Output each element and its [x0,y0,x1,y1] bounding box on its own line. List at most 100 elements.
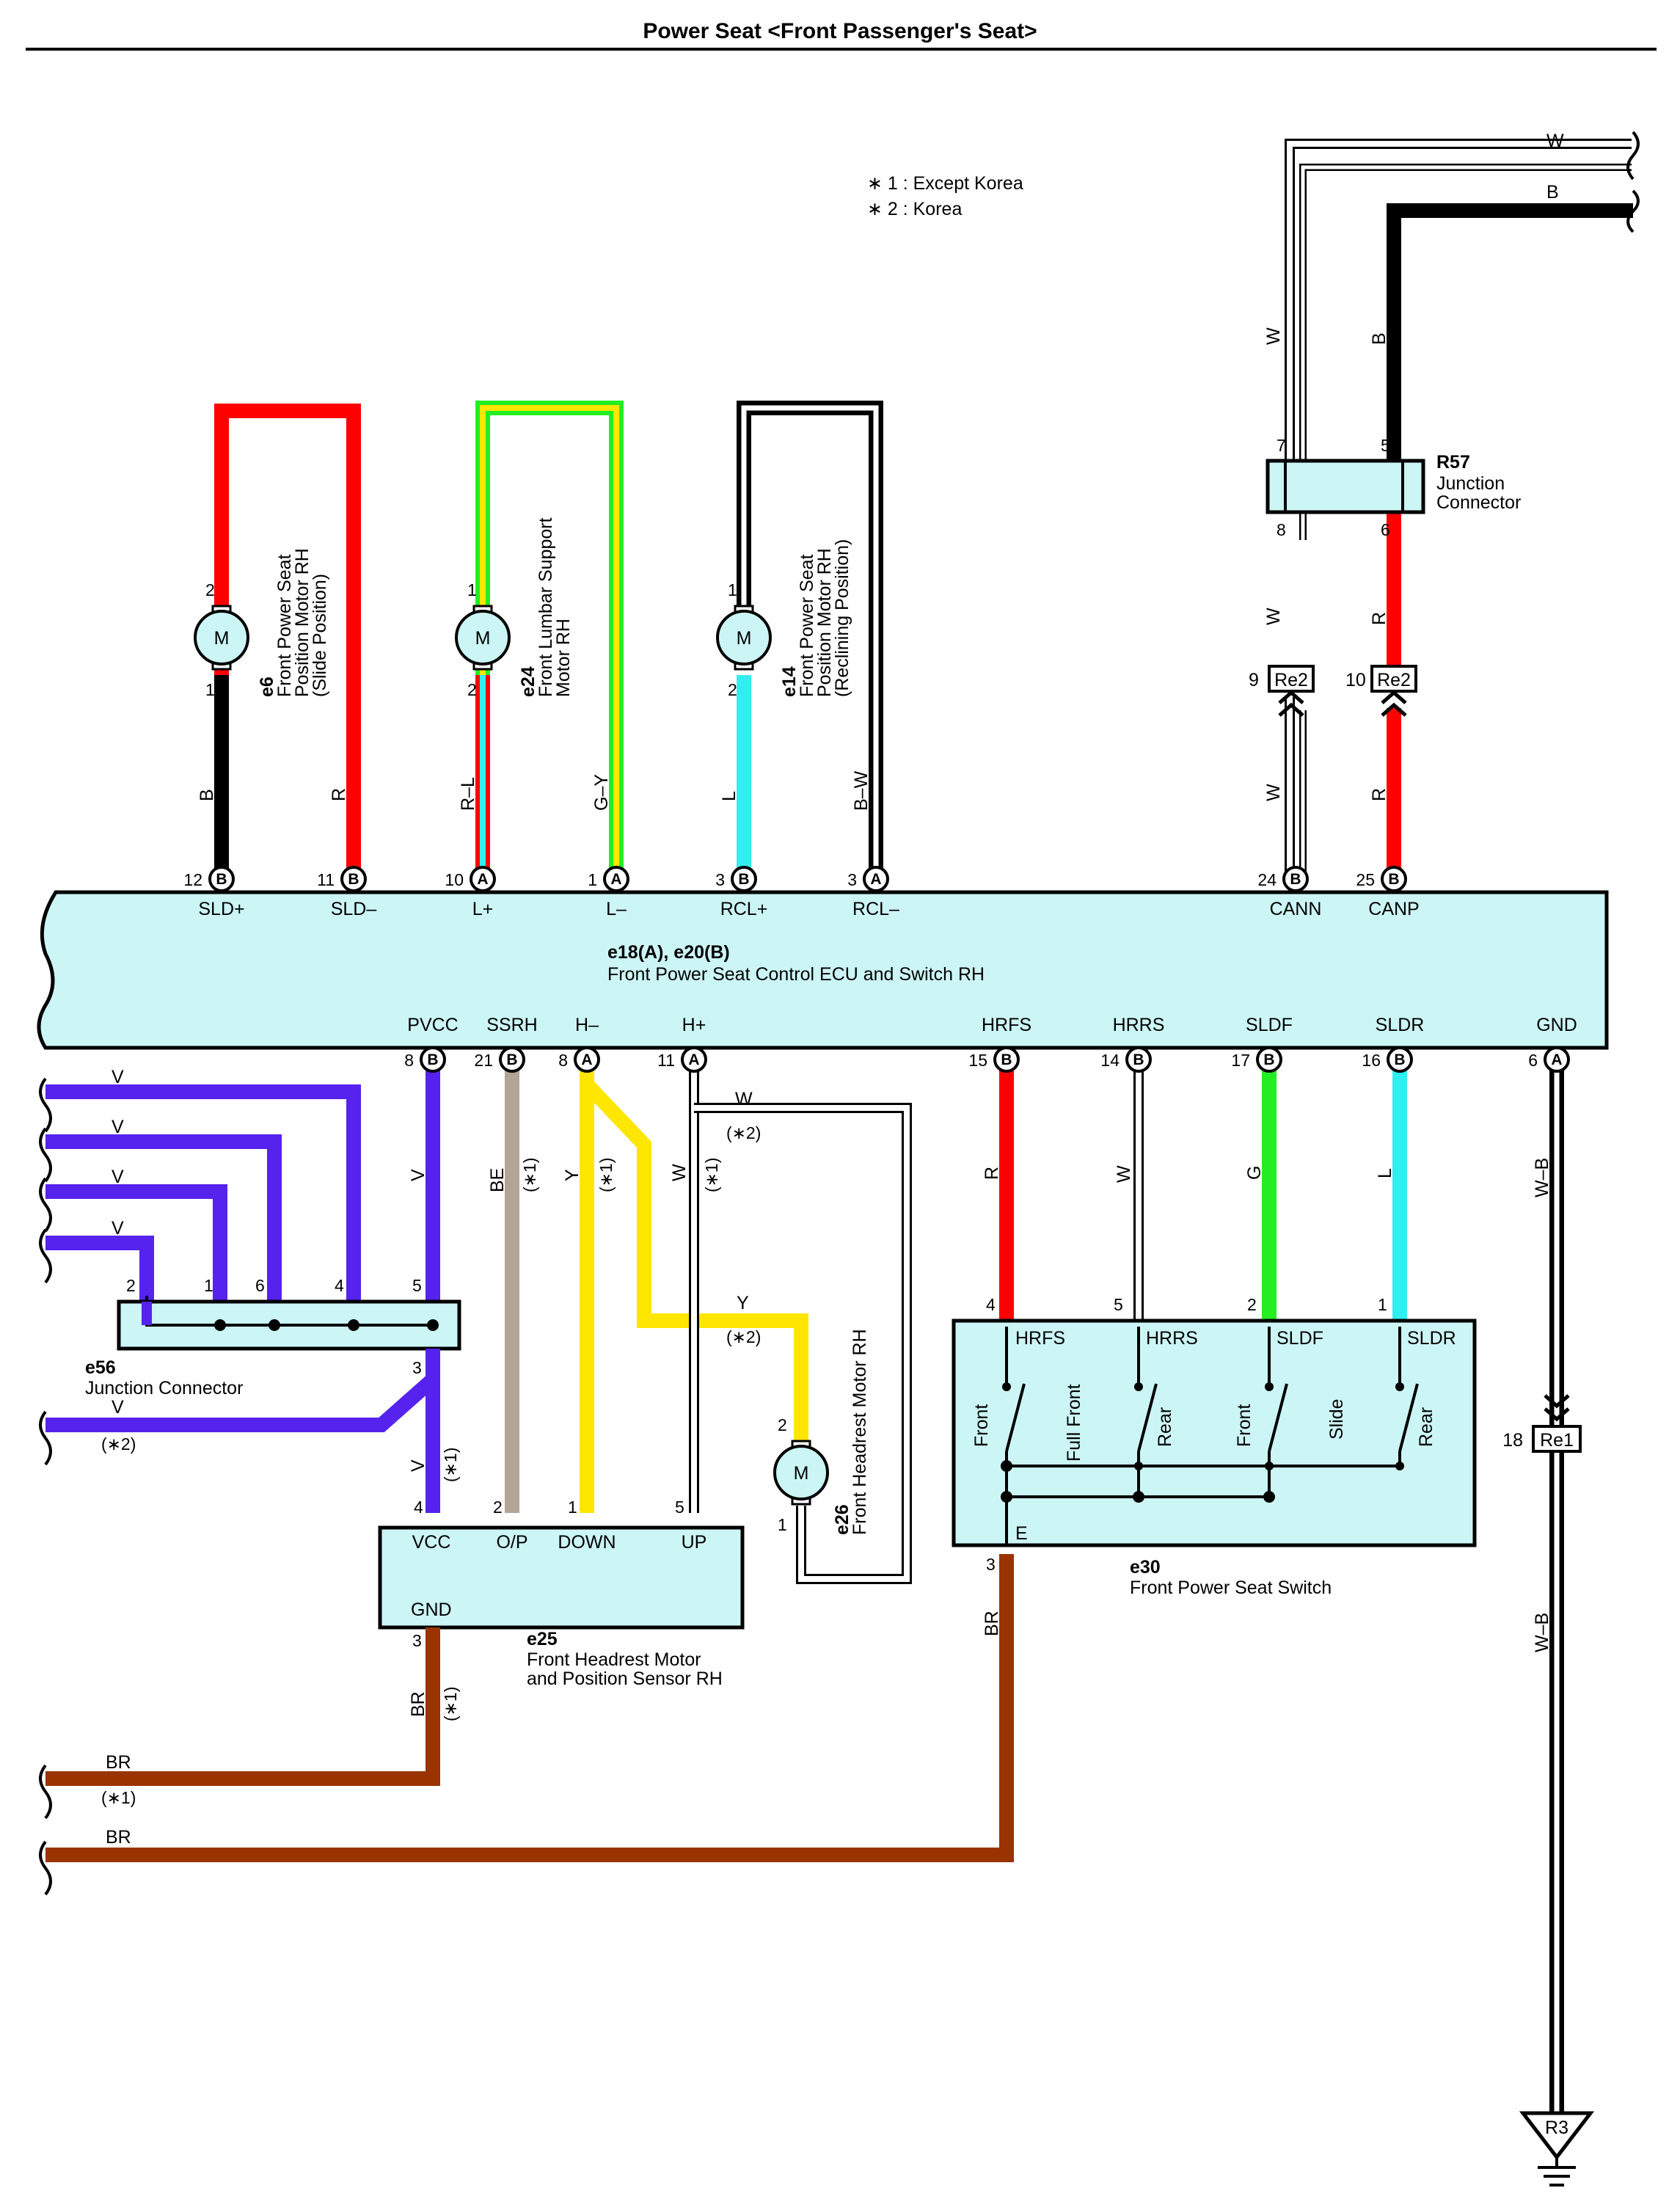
e56-pin-1: 1 [204,1276,213,1295]
e30-pin-1: 1 [1378,1295,1387,1314]
re1-arrow [1544,1394,1570,1422]
r3-label: R3 [1545,2118,1568,2138]
ecu-sig-hplus: H+ [682,1015,706,1035]
e14-line-1: Front Power Seat [797,554,817,697]
wire-e25-gnd-br [45,1627,440,1786]
e30-term-e: E [1015,1523,1028,1544]
ecu-sig-canp: CANP [1368,899,1419,919]
label-hrrs-w: W [1114,1165,1134,1183]
svg-text:M: M [475,628,491,649]
e6-pin-2: 2 [205,580,215,599]
r57-pin-7: 7 [1277,436,1286,455]
svg-text:M: M [737,628,752,649]
e26-id: e26 [832,1504,852,1535]
svg-text:B: B [1290,871,1301,888]
svg-text:B: B [427,1051,438,1068]
e25-line-2: and Position Sensor RH [527,1669,723,1689]
e25-term-down: DOWN [558,1532,616,1553]
label-br-2: BR [106,1827,131,1848]
ecu-bot-num-4: 15 [968,1051,987,1070]
svg-text:A: A [610,871,621,888]
r57-line-1: Junction [1436,473,1505,494]
e25-id: e25 [527,1629,558,1649]
svg-text:B: B [348,871,359,888]
svg-text:M: M [214,628,230,649]
label-e6-r: R [329,788,349,801]
e14-line-2: Position Motor RH [814,548,835,697]
ecu-bot-pin-sldf: B [1256,1046,1282,1073]
label-e25-v: V [408,1459,428,1472]
re1-label: Re1 [1540,1430,1574,1451]
e30-term-hrrs: HRRS [1146,1328,1198,1349]
e6-pin-1: 1 [205,680,215,699]
e14-pin-2: 2 [728,680,737,699]
e30-pin-3: 3 [986,1555,996,1574]
ecu-top-pin-canp: B [1381,866,1407,892]
e14-line-3: (Reclining Position) [832,539,852,697]
ecu-top-pin-rclminus: A [863,866,889,892]
ecu-bot-pin-hrfs: B [993,1046,1020,1073]
label-hplus-n1: (∗1) [702,1158,721,1192]
re2-pin-9: 9 [1249,670,1259,690]
re2-connector-9 [1268,665,1315,693]
re1-connector [1532,1425,1582,1453]
svg-text:B: B [506,1051,517,1068]
r57-pin-5: 5 [1381,436,1390,455]
ecu-sig-cann: CANN [1270,899,1322,919]
e30-label-front-2: Front [1234,1404,1254,1447]
label-e14-bw: B–W [851,770,872,811]
e30-term-sldf: SLDF [1277,1328,1323,1349]
wire-hplus-w [689,1057,912,1584]
ecu-sig-sldf: SLDF [1246,1015,1293,1035]
e30-pin-5: 5 [1114,1295,1123,1314]
e24-pin-1: 1 [467,580,477,599]
label-hplus-n2: (∗2) [726,1123,761,1142]
ecu-top-pin-lplus: A [470,866,496,892]
re2-connector-10 [1370,665,1417,693]
svg-text:A: A [1551,1051,1562,1068]
r57-line-2: Connector [1436,492,1521,513]
ecu-bot-num-1: 21 [474,1051,493,1070]
e56-pin-5: 5 [412,1276,422,1295]
label-w-2: W [1263,608,1284,625]
svg-text:B: B [1001,1051,1012,1068]
ecu-top-num-1: 11 [317,870,335,889]
e25-term-up: UP [682,1532,707,1553]
re2-arrow-10 [1381,690,1407,717]
label-w-1: W [1263,327,1284,345]
label-e56-v3: V [112,1167,124,1187]
e25-pin-3: 3 [412,1631,422,1650]
ecu-sig-pvcc: PVCC [407,1015,458,1035]
label-e30-br: BR [982,1611,1002,1636]
ecu-name: e18(A), e20(B) [607,942,730,963]
r57-pin-6: 6 [1381,520,1390,539]
ecu-bot-num-0: 8 [404,1051,414,1070]
e25-pin-4: 4 [414,1498,423,1517]
r57-id: R57 [1436,452,1470,473]
ecu-bot-pin-sldr: B [1387,1046,1413,1073]
label-hplus-w: W [669,1164,690,1181]
ecu-top-num-5: 3 [847,870,857,889]
re2-pin-10: 10 [1345,670,1366,690]
ecu-bot-pin-gnd: A [1544,1046,1570,1073]
label-ssrh-n1: (∗1) [520,1158,539,1192]
svg-text:B: B [1263,1051,1274,1068]
wire-e30-gnd-br [45,1554,1014,1862]
label-pvcc-v: V [408,1169,428,1181]
e6-line-2: Position Motor RH [292,548,313,697]
label-r-1: R [1369,612,1389,625]
label-hminus-y: Y [562,1169,582,1181]
label-e56-v2: V [112,1117,124,1137]
svg-text:A: A [688,1051,699,1068]
ecu-bot-pin-hrrs: B [1125,1046,1152,1073]
e24-line-1: Front Lumbar Support [536,517,556,697]
re2-arrow-9 [1278,690,1304,717]
e26-pin-1: 1 [778,1515,787,1534]
wire-hminus-y-korea [581,1079,808,1451]
re2-label-9: Re2 [1274,670,1308,690]
wire-break-marks [1626,131,1640,233]
page-title: Power Seat <Front Passenger's Seat> [643,19,1037,43]
label-sldf-g: G [1244,1166,1265,1180]
ecu-bot-num-2: 8 [558,1051,568,1070]
ecu-top-num-0: 12 [183,870,202,889]
